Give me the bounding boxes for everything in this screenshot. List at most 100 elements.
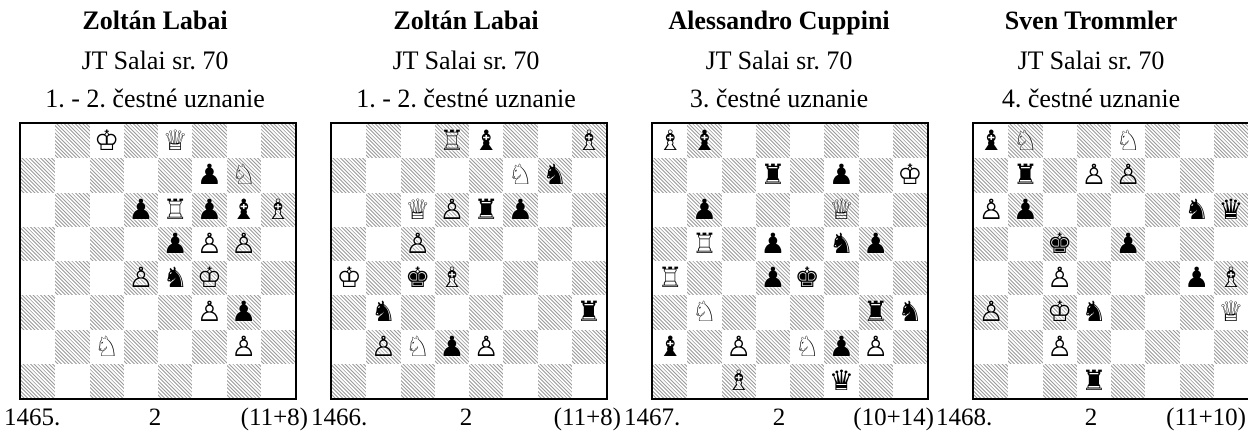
black-knight-icon: ♞	[163, 264, 188, 292]
board-square	[435, 227, 469, 261]
board-square	[1145, 193, 1179, 227]
black-pawn-icon: ♟	[760, 230, 785, 258]
board-square: ♘	[790, 330, 824, 364]
board-square	[687, 158, 721, 192]
board-square: ♙	[974, 193, 1008, 227]
board-square	[261, 158, 295, 192]
problem-source: JT Salai sr. 70	[624, 46, 934, 76]
white-pawn-icon: ♙	[1081, 161, 1106, 189]
white-pawn-icon: ♙	[371, 333, 396, 361]
board-square: ♚	[1043, 227, 1077, 261]
board-square	[1180, 364, 1214, 398]
black-pawn-icon: ♟	[692, 196, 717, 224]
board-square	[538, 227, 572, 261]
board-square: ♙	[192, 227, 226, 261]
board-square	[1111, 330, 1145, 364]
problem-author: Zoltán Labai	[0, 6, 310, 36]
board-square: ♙	[469, 330, 503, 364]
black-pawn-icon: ♟	[863, 230, 888, 258]
white-pawn-icon: ♙	[979, 298, 1004, 326]
white-knight-icon: ♘	[1013, 127, 1038, 155]
problem-source: JT Salai sr. 70	[936, 46, 1246, 76]
board-square: ♟	[192, 158, 226, 192]
problem-author: Alessandro Cuppini	[624, 6, 934, 36]
board-square	[1180, 330, 1214, 364]
board-square: ♔	[332, 261, 366, 295]
board-square	[572, 364, 606, 398]
chess-board: ♝♘♘♜♙♙♙♟♞♛♚♟♙♟♗♙♔♞♕♙♜	[972, 122, 1248, 400]
board-square	[893, 227, 927, 261]
board-square: ♟	[756, 227, 790, 261]
board-square	[503, 330, 537, 364]
board-square	[158, 364, 192, 398]
black-pawn-icon: ♟	[1184, 264, 1209, 292]
board-square	[1180, 295, 1214, 329]
board-square: ♔	[90, 124, 124, 158]
board-square	[21, 193, 55, 227]
board-square	[790, 295, 824, 329]
black-rook-icon: ♜	[576, 298, 601, 326]
black-queen-icon: ♛	[1218, 196, 1243, 224]
board-square: ♟	[192, 193, 226, 227]
board-square: ♟	[124, 193, 158, 227]
board-square	[261, 295, 295, 329]
board-square	[90, 261, 124, 295]
board-square	[124, 227, 158, 261]
board-square: ♔	[1043, 295, 1077, 329]
white-pawn-icon: ♙	[231, 230, 256, 258]
board-square: ♟	[824, 330, 858, 364]
board-square: ♟	[1111, 227, 1145, 261]
board-square: ♙	[401, 227, 435, 261]
board-square	[401, 295, 435, 329]
board-square: ♚	[401, 261, 435, 295]
board-square: ♝	[653, 330, 687, 364]
board-square: ♕	[158, 124, 192, 158]
board-square	[756, 193, 790, 227]
board-square: ♙	[124, 261, 158, 295]
board-square	[469, 261, 503, 295]
board-square	[1043, 193, 1077, 227]
black-pawn-icon: ♟	[829, 333, 854, 361]
white-queen-icon: ♕	[405, 196, 430, 224]
chess-board: ♗♝♜♟♔♟♕♖♟♞♟♖♟♚♘♜♞♝♙♘♟♙♗♛	[651, 122, 929, 400]
board-square: ♙	[974, 295, 1008, 329]
board-square	[1145, 158, 1179, 192]
board-square: ♗	[261, 193, 295, 227]
board-square	[55, 193, 89, 227]
board-square: ♖	[158, 193, 192, 227]
black-pawn-icon: ♟	[197, 196, 222, 224]
board-square	[366, 158, 400, 192]
board-square	[790, 124, 824, 158]
board-square: ♙	[722, 330, 756, 364]
white-bishop-icon: ♗	[658, 127, 683, 155]
board-square: ♗	[435, 261, 469, 295]
board-square	[469, 295, 503, 329]
board-square: ♝	[469, 124, 503, 158]
board-square	[1008, 295, 1042, 329]
board-square	[1077, 124, 1111, 158]
board-square	[366, 261, 400, 295]
board-square: ♞	[1180, 193, 1214, 227]
black-rook-icon: ♜	[1081, 367, 1106, 395]
black-knight-icon: ♞	[542, 161, 567, 189]
board-square	[503, 124, 537, 158]
board-square	[158, 330, 192, 364]
board-square	[1043, 124, 1077, 158]
board-square: ♘	[687, 295, 721, 329]
board-square: ♕	[1214, 295, 1248, 329]
black-knight-icon: ♞	[1184, 196, 1209, 224]
board-square	[1111, 364, 1145, 398]
board-square	[756, 295, 790, 329]
board-square	[469, 158, 503, 192]
board-square	[859, 158, 893, 192]
board-square: ♞	[893, 295, 927, 329]
white-queen-icon: ♕	[163, 127, 188, 155]
board-square	[859, 261, 893, 295]
board-square	[893, 124, 927, 158]
board-square: ♞	[824, 227, 858, 261]
chess-problem-1465: Zoltán Labai JT Salai sr. 70 1. - 2. čes…	[0, 0, 310, 429]
board-square	[332, 330, 366, 364]
board-square: ♟	[435, 330, 469, 364]
board-square	[974, 227, 1008, 261]
white-rook-icon: ♖	[658, 264, 683, 292]
